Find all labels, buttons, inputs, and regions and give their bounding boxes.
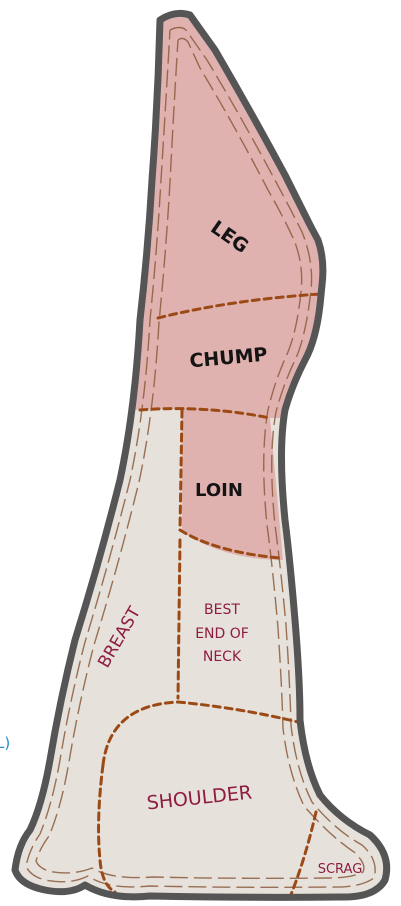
label-best-end-line-1: BEST xyxy=(204,602,240,618)
label-scrag: SCRAG xyxy=(318,862,363,877)
cut-breast-bestend xyxy=(178,540,180,698)
highlighted-cuts xyxy=(0,0,401,560)
label-best-end-line-3: NECK xyxy=(203,649,242,665)
label-best-end-line-2: END OF xyxy=(195,626,249,642)
edge-fragment-text: L) xyxy=(0,734,10,752)
label-loin: LOIN xyxy=(195,480,243,501)
